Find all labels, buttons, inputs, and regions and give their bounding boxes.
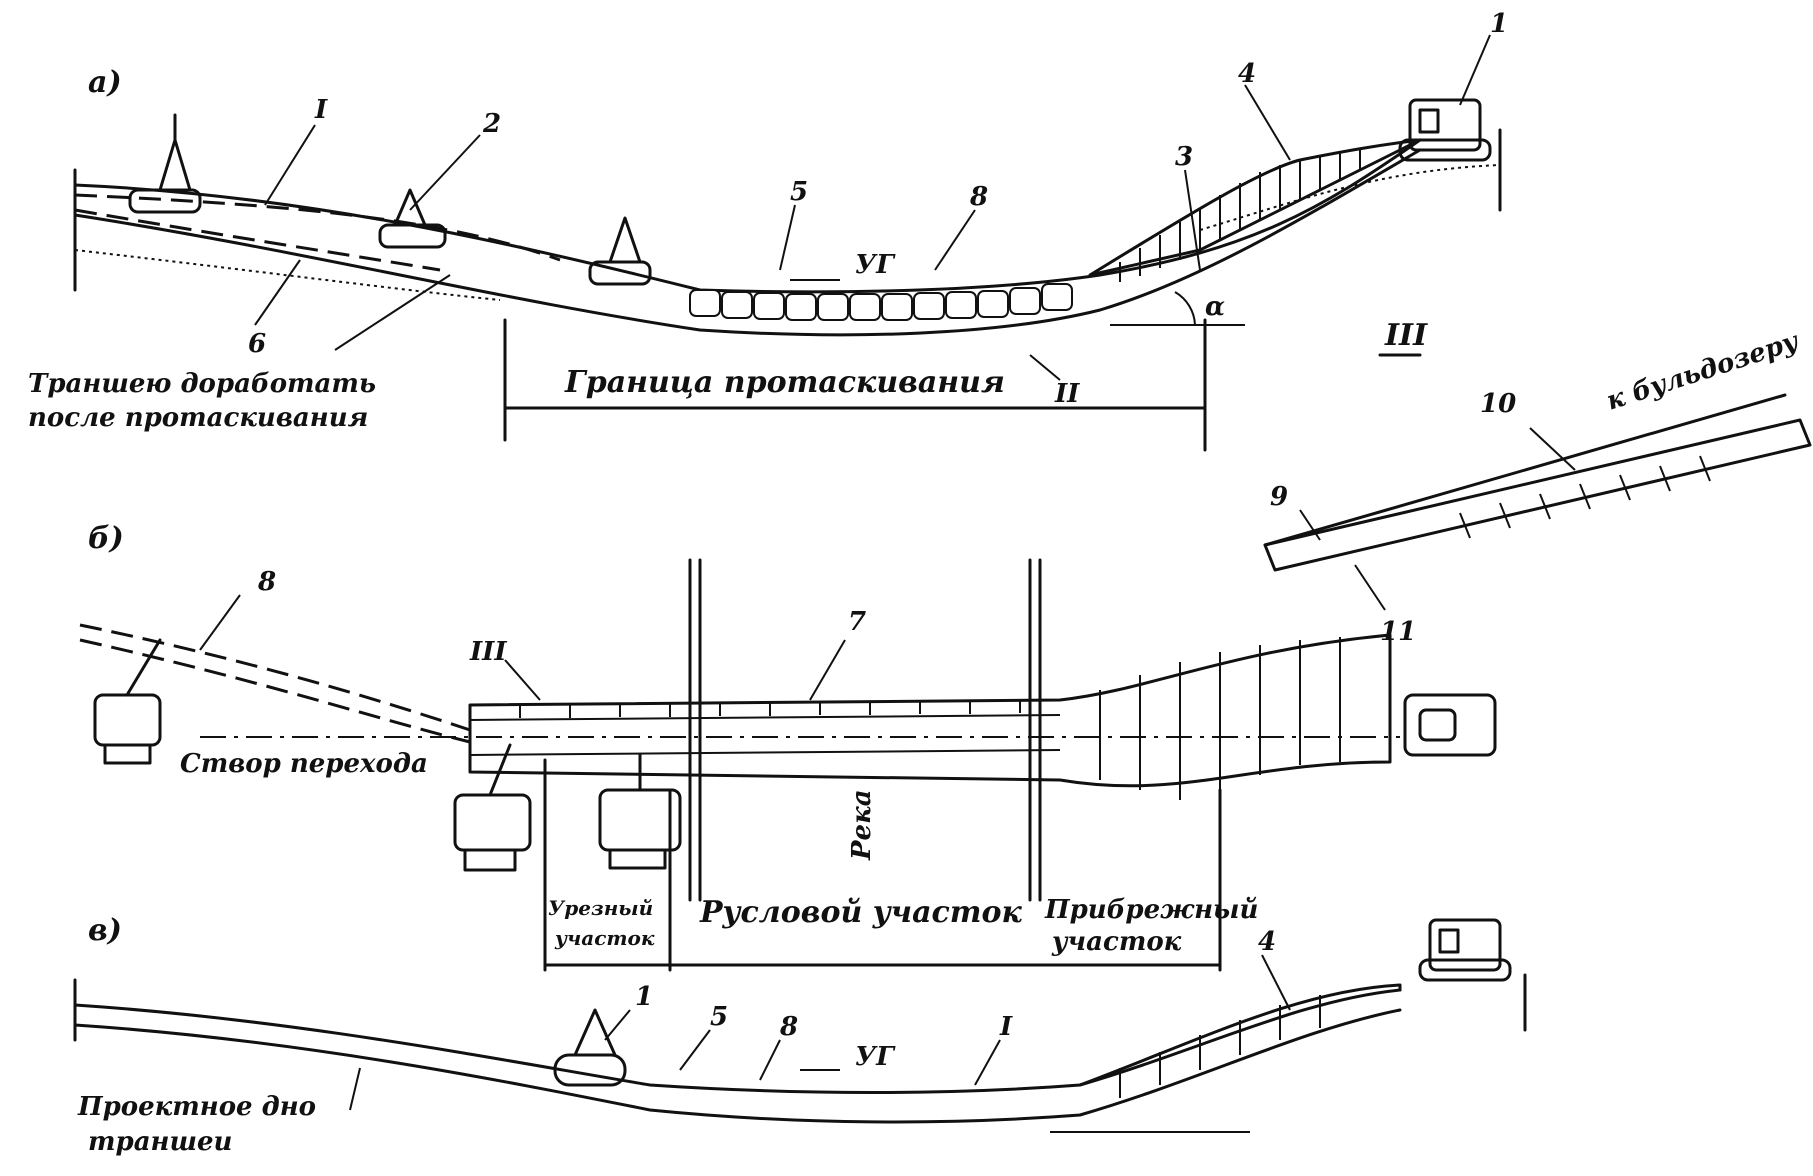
panel-c: в) 1 5 8 УГ I (73, 913, 1527, 1157)
panel-c-letter: в) (88, 913, 122, 948)
pipelayer-2-icon (378, 188, 447, 249)
callout-b-7: 7 (848, 607, 866, 637)
detail-III: III к бульдозеру 10 9 11 (1263, 318, 1812, 647)
leader-c-5 (679, 1029, 711, 1071)
callout-a-alpha: α (1205, 292, 1225, 322)
panel-a-letter: а) (88, 65, 122, 100)
channel-label: Русловой участок (699, 895, 1023, 930)
plan-hatching (519, 637, 1341, 800)
boundary-label: Граница протаскивания (564, 365, 1005, 400)
c-trench-bottom (73, 1008, 1402, 1124)
leader-4 (1244, 84, 1291, 161)
leader-b-8 (199, 594, 241, 651)
trench-rework-label-2: после протаскивания (28, 403, 368, 433)
c-water-level-label: УГ (855, 1042, 896, 1072)
angle-arc (1174, 291, 1196, 326)
pipe-string-a (689, 283, 1073, 321)
callout-c-5: 5 (710, 1002, 728, 1032)
c-right-slope (1078, 983, 1402, 1087)
callout-c-I: I (999, 1012, 1013, 1042)
pipeline-top (73, 138, 1422, 294)
callout-a-II: II (1054, 379, 1080, 409)
trench-bottom (73, 148, 1422, 337)
detail-joints (1459, 455, 1711, 539)
callout-a-I: I (314, 95, 328, 125)
callout-a-1: 1 (1490, 9, 1508, 39)
bank-right-label-1: Прибрежный (1044, 895, 1258, 925)
pipelayer-1-icon (128, 113, 202, 214)
callout-detail-11: 11 (1380, 617, 1416, 647)
bank-right-label-2: участок (1051, 927, 1182, 957)
river-label: Река (847, 789, 877, 861)
plan-pipelayer-2-icon (453, 743, 532, 872)
callout-a-3: 3 (1175, 142, 1193, 172)
leader-c-8 (759, 1039, 781, 1081)
design-bottom-label-1: Проектное дно (77, 1092, 316, 1122)
detail-cable (1263, 393, 1787, 547)
callout-a-4: 4 (1238, 59, 1256, 89)
leader-II (334, 274, 451, 351)
leader-11 (1354, 564, 1386, 611)
pipelayer-3-icon (588, 216, 652, 286)
leader-c-I (974, 1039, 1001, 1086)
callout-b-III: III (469, 637, 507, 667)
callout-c-4: 4 (1258, 927, 1276, 957)
leader-I (264, 124, 316, 206)
plan-pipelayer-1-icon (93, 638, 162, 765)
leader-9 (1299, 509, 1321, 541)
design-bottom-label-2: траншеи (88, 1127, 232, 1157)
leader-8 (934, 209, 976, 271)
callout-detail-9: 9 (1270, 482, 1288, 512)
detail-label: III (1384, 318, 1428, 353)
bank-left-label-2: участок (554, 926, 655, 950)
leader-10 (1529, 427, 1576, 471)
leader-5 (779, 204, 796, 271)
leader-b-7 (809, 639, 846, 701)
leader-c-4 (1261, 954, 1291, 1011)
callout-a-2: 2 (482, 109, 501, 139)
c-bulldozer-icon (1418, 918, 1512, 982)
c-slope-hatching (1119, 995, 1321, 1098)
c-pipeline-top (73, 988, 1402, 1094)
dashed-guide-lower (74, 208, 441, 272)
leader-1 (1459, 34, 1491, 106)
panel-a: а) (28, 9, 1508, 452)
ground-left (74, 249, 501, 301)
callout-c-1: 1 (635, 982, 653, 1012)
bulldozer-icon (1398, 98, 1502, 162)
ground-right (1199, 164, 1501, 231)
crossing-axis-label: Створ перехода (180, 749, 428, 779)
plan-pipelayer-3-icon (598, 753, 682, 870)
callout-a-6: 6 (248, 329, 266, 359)
leader-3 (1184, 169, 1201, 271)
panel-b: б) Створ перехода (79, 521, 1497, 972)
pipe-plan-top (469, 714, 1061, 721)
water-level-label: УГ (855, 250, 896, 280)
leader-b-III (504, 659, 541, 701)
leader-6 (254, 259, 301, 326)
panel-b-letter: б) (88, 521, 124, 556)
bank-left-label-1: Урезный (548, 896, 653, 920)
callout-detail-10: 10 (1480, 389, 1516, 419)
leader-2 (409, 134, 481, 211)
callout-b-8: 8 (257, 567, 276, 597)
callout-a-5: 5 (790, 177, 808, 207)
trench-plan-outline (468, 633, 1392, 788)
dashed-route-lower (79, 638, 471, 744)
to-bulldozer-label: к бульдозеру (1603, 326, 1803, 417)
plan-bulldozer-icon (1403, 693, 1497, 757)
leader-II-b (1029, 354, 1061, 381)
wedge-hatching (1119, 150, 1361, 282)
callout-a-8: 8 (969, 182, 988, 212)
leader-c-1 (604, 1009, 631, 1041)
trench-rework-label-1: Траншею доработать (28, 369, 376, 399)
callout-c-8: 8 (779, 1012, 798, 1042)
dashed-route-upper (79, 623, 471, 732)
detail-pipe-body (1263, 418, 1812, 572)
leader-design-bottom (349, 1067, 361, 1111)
c-pipelayer-icon (553, 1008, 627, 1087)
pipe-plan-bottom (469, 749, 1061, 756)
